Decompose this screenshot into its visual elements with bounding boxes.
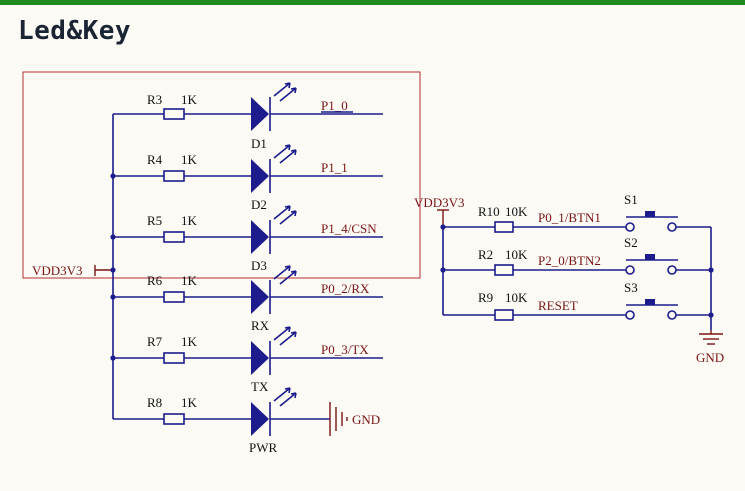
resistor-ref: R6	[147, 273, 163, 288]
light-arrows-icon	[273, 82, 297, 102]
net-label: P2_0/BTN2	[538, 253, 601, 268]
junction-dot	[110, 267, 116, 273]
ground-icon	[329, 402, 348, 436]
resistor	[163, 352, 185, 364]
light-arrows-icon	[273, 326, 297, 346]
led-icon	[251, 220, 269, 254]
resistor-value: 1K	[181, 395, 198, 410]
switch-plunger	[645, 254, 655, 260]
net-label: P0_3/TX	[321, 342, 369, 357]
switch-contact	[667, 310, 677, 320]
led-ref: TX	[251, 379, 269, 394]
vdd-label-left: VDD3V3	[32, 263, 83, 278]
resistor-value: 1K	[181, 213, 198, 228]
led-row: R5 1K D3 P1_4/CSN	[113, 205, 383, 273]
net-label: P0_1/BTN1	[538, 210, 601, 225]
switch-contact	[625, 222, 635, 232]
page-title: Led&Key	[18, 16, 132, 46]
resistor	[163, 231, 185, 243]
led-icon	[251, 341, 269, 375]
resistor	[163, 413, 185, 425]
resistor-value: 1K	[181, 273, 198, 288]
net-label: P1_1	[321, 160, 348, 175]
switch-contact	[625, 265, 635, 275]
button-row: R2 10K P2_0/BTN2 S2	[443, 235, 711, 276]
resistor-ref: R10	[478, 204, 500, 219]
resistor-value: 10K	[505, 247, 528, 262]
led-icon	[251, 402, 269, 436]
resistor-value: 1K	[181, 334, 198, 349]
light-arrows-icon	[273, 144, 297, 164]
highlight-box	[22, 71, 421, 279]
led-row: R8 1K PWR GND	[113, 387, 380, 455]
ground-icon	[699, 330, 723, 345]
switch-contact	[667, 222, 677, 232]
vdd-label-right: VDD3V3	[414, 195, 465, 210]
resistor	[494, 221, 514, 233]
net-label: P0_2/RX	[321, 281, 370, 296]
light-arrows-icon	[273, 265, 297, 285]
switch-ref: S1	[624, 192, 638, 207]
switch-contact	[667, 265, 677, 275]
resistor-ref: R4	[147, 152, 163, 167]
resistor-ref: R3	[147, 92, 162, 107]
resistor-ref: R5	[147, 213, 162, 228]
net-label: P1_0	[321, 98, 348, 113]
resistor	[163, 108, 185, 120]
button-row: R10 10K P0_1/BTN1 S1	[443, 192, 711, 233]
led-ref: D2	[251, 197, 267, 212]
resistor	[494, 264, 514, 276]
led-icon	[251, 159, 269, 193]
light-arrows-icon	[273, 205, 297, 225]
ground-label: GND	[352, 412, 380, 427]
button-row: R9 10K RESET S3	[443, 280, 711, 321]
led-ref: D3	[251, 258, 267, 273]
resistor-value: 10K	[505, 204, 528, 219]
led-row: R6 1K RX P0_2/RX	[113, 265, 383, 333]
light-arrows-icon	[273, 387, 297, 407]
switch-ref: S2	[624, 235, 638, 250]
led-row: R4 1K D2 P1_1	[113, 144, 383, 212]
net-label: RESET	[538, 298, 578, 313]
resistor-value: 1K	[181, 92, 198, 107]
resistor	[163, 291, 185, 303]
switch-plunger	[645, 299, 655, 305]
resistor-value: 10K	[505, 290, 528, 305]
led-row: R3 1K D1 P1_0	[113, 82, 383, 151]
button-section: VDD3V3 GND R10 10K P0_1/BTN	[414, 192, 724, 365]
resistor	[494, 309, 514, 321]
switch-contact	[625, 310, 635, 320]
resistor-ref: R9	[478, 290, 493, 305]
led-row: R7 1K TX P0_3/TX	[113, 326, 383, 394]
net-label: P1_4/CSN	[321, 221, 377, 236]
led-icon	[251, 97, 269, 131]
switch-ref: S3	[624, 280, 638, 295]
resistor	[163, 170, 185, 182]
led-section: VDD3V3 R3 1K D1 P1_0	[32, 82, 383, 455]
ground-label: GND	[696, 350, 724, 365]
resistor-value: 1K	[181, 152, 198, 167]
top-accent-bar	[0, 0, 745, 5]
led-ref: D1	[251, 136, 267, 151]
led-icon	[251, 280, 269, 314]
led-ref: PWR	[249, 440, 278, 455]
resistor-ref: R2	[478, 247, 493, 262]
resistor-ref: R7	[147, 334, 163, 349]
resistor-ref: R8	[147, 395, 162, 410]
led-ref: RX	[251, 318, 270, 333]
switch-plunger	[645, 211, 655, 217]
